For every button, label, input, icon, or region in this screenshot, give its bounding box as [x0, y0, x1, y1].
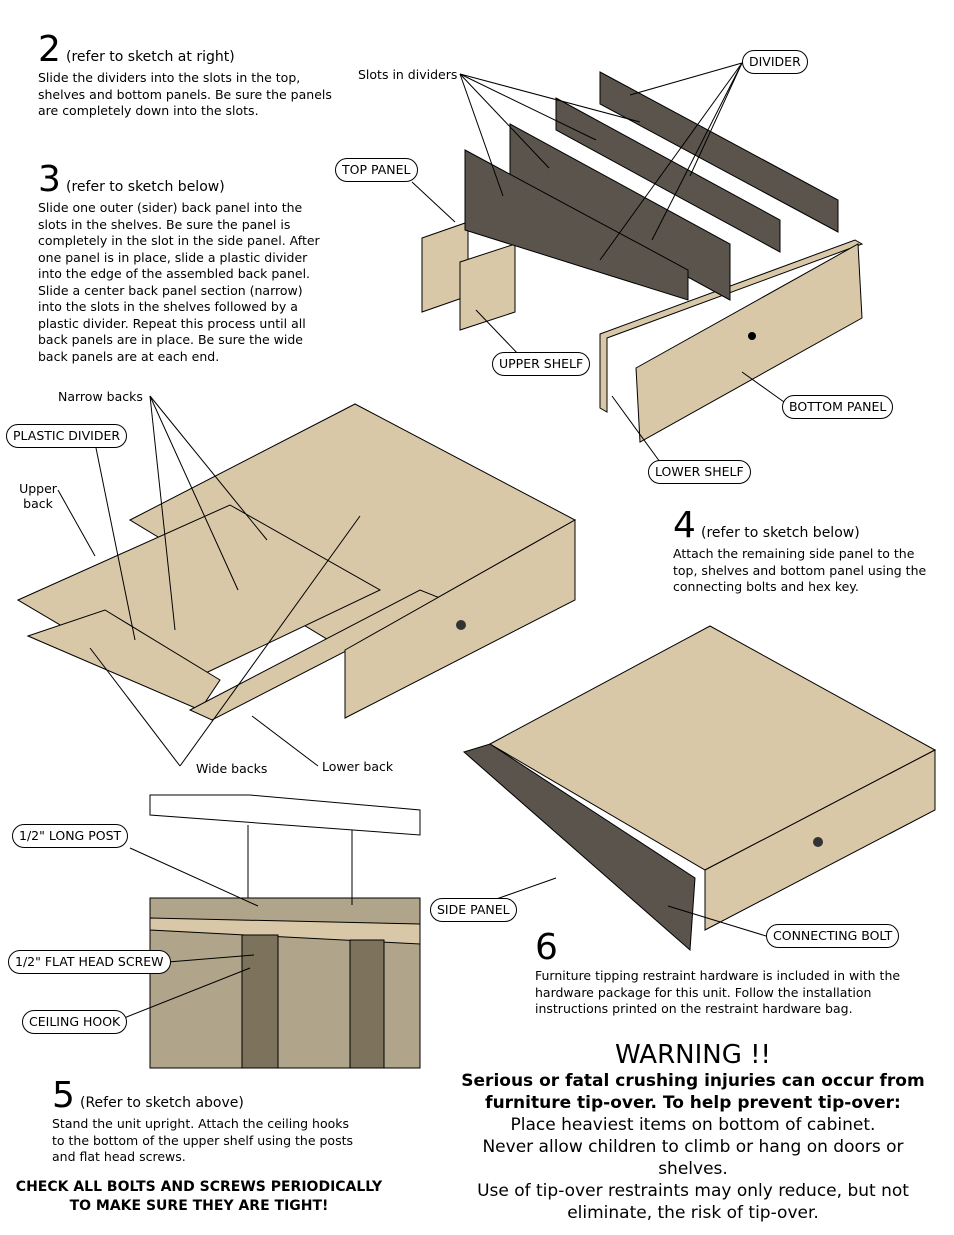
post-left-shape	[241, 934, 279, 1069]
step-5-number: 5	[52, 1075, 75, 1116]
warning-line-3: Use of tip-over restraints may only redu…	[477, 1181, 909, 1201]
step-3-text: Slide one outer (sider) back panel into …	[38, 200, 320, 364]
bottom-panel-shape	[635, 243, 863, 443]
check-notice: CHECK ALL BOLTS AND SCREWS PERIODICALLY …	[8, 1178, 390, 1216]
step-4-ref: (refer to sketch below)	[701, 525, 860, 541]
step-6-number: 6	[535, 927, 558, 968]
label-upper-back-line1: Upper	[19, 481, 57, 496]
step-5-ref: (Refer to sketch above)	[80, 1095, 244, 1111]
step-2-ref: (refer to sketch at right)	[66, 49, 235, 65]
step-2: 2 (refer to sketch at right) Slide the d…	[38, 32, 348, 120]
callout-plastic-divider: PLASTIC DIVIDER	[6, 424, 128, 448]
divider-shape-2	[555, 97, 781, 253]
step-2-text: Slide the dividers into the slots in the…	[38, 70, 332, 118]
label-wide-backs: Wide backs	[196, 761, 268, 776]
check-line-1: CHECK ALL BOLTS AND SCREWS PERIODICALLY	[15, 1179, 383, 1195]
cabinet-outline-shape	[149, 794, 421, 836]
divider-shape-3	[509, 123, 731, 301]
callout-lower-shelf: LOWER SHELF	[648, 460, 751, 484]
label-upper-back-line2: back	[23, 496, 53, 511]
step-4-number: 4	[673, 505, 696, 546]
callout-long-post: 1/2" LONG POST	[12, 824, 129, 848]
step-4-text: Attach the remaining side panel to the t…	[673, 546, 927, 594]
warning-line-2: Never allow children to climb or hang on…	[482, 1137, 904, 1179]
step-3-ref: (refer to sketch below)	[66, 179, 225, 195]
step-5-text: Stand the unit upright. Attach the ceili…	[52, 1116, 354, 1164]
wide-back-shape	[26, 609, 221, 711]
warning-bold-line-2: furniture tip-over. To help prevent tip-…	[485, 1093, 901, 1113]
step-6: 6 Furniture tipping restraint hardware i…	[535, 930, 905, 1018]
warning-line-4: eliminate, the risk of tip-over.	[567, 1203, 819, 1223]
post-right-shape	[349, 939, 385, 1069]
warning-title: WARNING !!	[615, 1040, 771, 1070]
warning-block: WARNING !! Serious or fatal crushing inj…	[452, 1040, 934, 1224]
step-3-number: 3	[38, 159, 61, 200]
step-3: 3 (refer to sketch below) Slide one oute…	[38, 162, 320, 365]
check-line-2: TO MAKE SURE THEY ARE TIGHT!	[69, 1198, 329, 1214]
step-6-text: Furniture tipping restraint hardware is …	[535, 968, 901, 1016]
callout-connecting-bolt: CONNECTING BOLT	[766, 924, 900, 948]
label-slots-in-dividers: Slots in dividers	[358, 67, 458, 82]
callout-ceiling-hook: CEILING HOOK	[22, 1010, 128, 1034]
divider-shape-4	[464, 149, 689, 301]
warning-bold-line-1: Serious or fatal crushing injuries can o…	[461, 1071, 925, 1091]
callout-divider: DIVIDER	[742, 50, 808, 74]
side-panel-shape	[462, 743, 696, 952]
label-lower-back: Lower back	[322, 759, 394, 774]
front-panel-shape	[344, 519, 576, 719]
step-4: 4 (refer to sketch below) Attach the rem…	[673, 508, 933, 596]
label-upper-back: Upper back	[14, 481, 62, 511]
step-2-number: 2	[38, 29, 61, 70]
callout-upper-shelf: UPPER SHELF	[492, 352, 591, 376]
warning-line-1: Place heaviest items on bottom of cabine…	[510, 1115, 876, 1135]
callout-top-panel: TOP PANEL	[335, 158, 418, 182]
upper-shelf-board-shape	[149, 917, 421, 945]
divider-shape-1	[599, 71, 839, 233]
callout-bottom-panel: BOTTOM PANEL	[782, 395, 894, 419]
step-5: 5 (Refer to sketch above) Stand the unit…	[52, 1078, 362, 1166]
callout-side-panel: SIDE PANEL	[430, 898, 517, 922]
lower-shelf-shape	[599, 239, 864, 413]
upper-shelf-shape	[459, 243, 516, 331]
callout-flat-head-screw: 1/2" FLAT HEAD SCREW	[8, 950, 171, 974]
label-narrow-backs: Narrow backs	[58, 389, 143, 404]
